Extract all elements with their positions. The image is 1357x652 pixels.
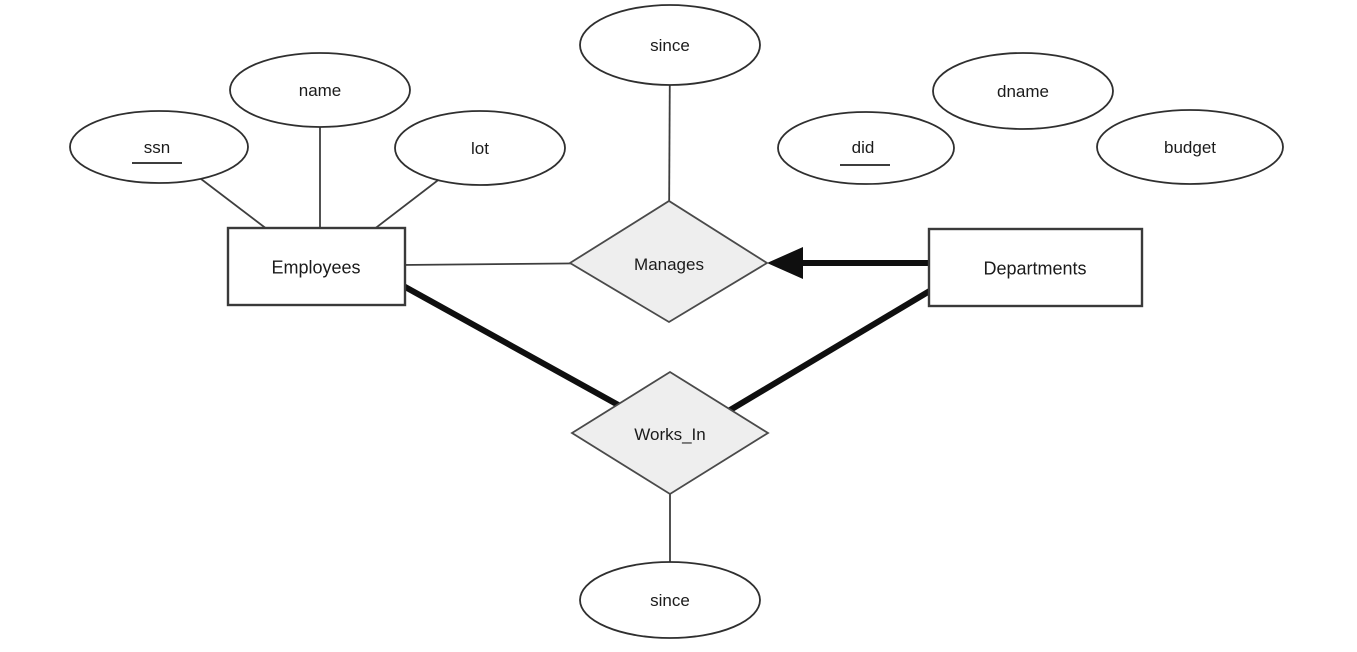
- ssn-ellipse: [69, 110, 249, 184]
- dname-ellipse: [932, 52, 1114, 130]
- budget-ellipse: [1096, 109, 1284, 185]
- manages-arrowhead: [767, 247, 803, 279]
- attribute-ssn: ssn: [69, 110, 249, 184]
- attribute-lot: lot: [394, 110, 566, 186]
- manages-diamond: [568, 199, 769, 324]
- since-manages-ellipse: [579, 4, 761, 86]
- dname-label: dname: [997, 82, 1049, 101]
- edge-employees-works-in: [396, 280, 642, 420]
- departments-rect: [927, 227, 1144, 308]
- manages-label: Manages: [634, 255, 704, 274]
- attribute-budget: budget: [1096, 109, 1284, 185]
- employees-rect: [226, 226, 407, 307]
- employees-label: Employees: [271, 257, 360, 277]
- departments-label: Departments: [983, 258, 1086, 278]
- works-in-label: Works_In: [634, 425, 706, 444]
- attribute-name: name: [229, 52, 411, 128]
- attribute-dname: dname: [932, 52, 1114, 130]
- works-in-diamond: [570, 370, 770, 496]
- did-label: did: [852, 138, 875, 157]
- ssn-label: ssn: [144, 138, 170, 157]
- since-manages-label: since: [650, 36, 690, 55]
- edge-departments-works-in: [698, 283, 940, 431]
- lot-label: lot: [471, 139, 489, 158]
- did-ellipse: [777, 111, 955, 185]
- entity-employees: Employees: [226, 226, 407, 307]
- attribute-since-manages: since: [579, 4, 761, 86]
- attribute-since-works-in: since: [579, 561, 761, 639]
- relationship-works-in: Works_In: [570, 370, 770, 496]
- budget-label: budget: [1164, 138, 1216, 157]
- since-works-in-label: since: [650, 591, 690, 610]
- entity-departments: Departments: [927, 227, 1144, 308]
- name-label: name: [299, 81, 342, 100]
- relationship-manages: Manages: [568, 199, 769, 324]
- since-works-in-ellipse: [579, 561, 761, 639]
- attribute-did: did: [777, 111, 955, 185]
- name-ellipse: [229, 52, 411, 128]
- lot-ellipse: [394, 110, 566, 186]
